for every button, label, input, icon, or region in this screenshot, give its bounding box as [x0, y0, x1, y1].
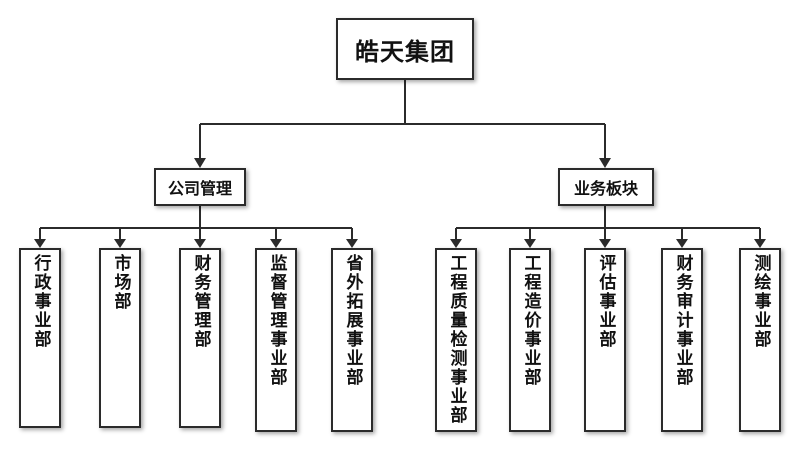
dept-box: 行政事业部	[19, 248, 61, 428]
dept-box: 工程质量检测事业部	[435, 248, 477, 432]
branch-company-management: 公司管理	[154, 168, 246, 206]
branch-label: 公司管理	[167, 179, 232, 198]
dept-label: 市场部	[110, 254, 131, 311]
dept-box: 测绘事业部	[739, 248, 781, 432]
branch-label: 业务板块	[573, 179, 638, 198]
dept-box: 财务审计事业部	[661, 248, 703, 432]
dept-label: 财务审计事业部	[672, 254, 693, 387]
dept-label: 行政事业部	[30, 254, 51, 349]
dept-label: 财务管理部	[190, 254, 211, 349]
dept-label: 工程质量检测事业部	[446, 254, 467, 425]
dept-label: 评估事业部	[595, 254, 616, 349]
dept-box: 监督管理事业部	[255, 248, 297, 432]
dept-box: 省外拓展事业部	[331, 248, 373, 432]
dept-label: 工程造价事业部	[520, 254, 541, 387]
root-label: 皓天集团	[355, 37, 455, 66]
dept-box: 评估事业部	[584, 248, 626, 432]
dept-box: 工程造价事业部	[509, 248, 551, 432]
branch-business-sector: 业务板块	[558, 168, 654, 206]
root-node: 皓天集团	[336, 18, 474, 80]
dept-label: 测绘事业部	[750, 254, 771, 349]
dept-box: 财务管理部	[179, 248, 221, 428]
dept-label: 监督管理事业部	[266, 254, 287, 387]
dept-box: 市场部	[99, 248, 141, 428]
dept-label: 省外拓展事业部	[342, 254, 363, 387]
